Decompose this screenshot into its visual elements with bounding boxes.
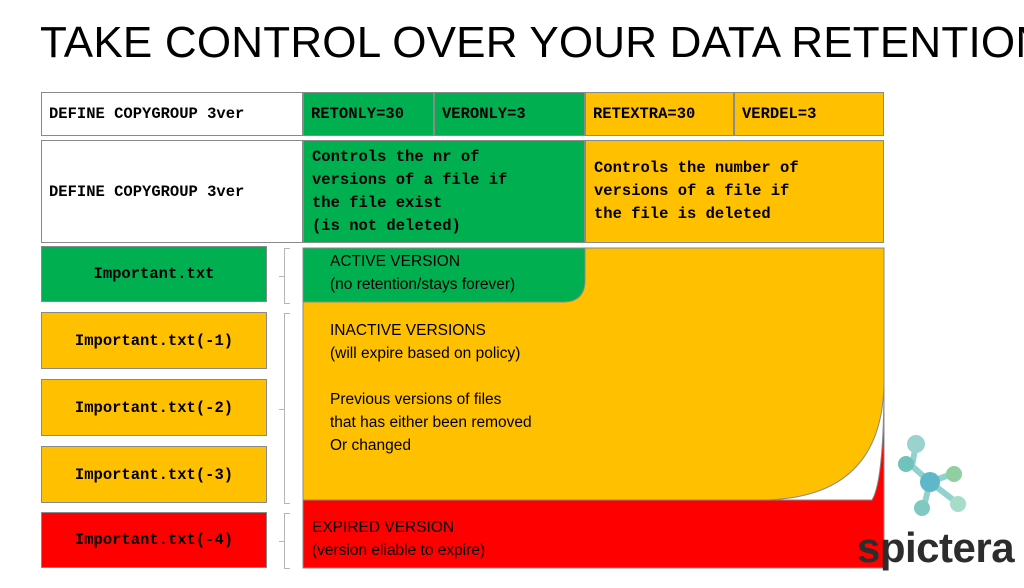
- file-inactive-1: Important.txt(-1): [41, 312, 267, 369]
- spictera-logo-text: spictera: [857, 524, 1015, 571]
- previous-versions-label: Previous versions of files that has eith…: [330, 391, 532, 454]
- page-title: TAKE CONTROL OVER YOUR DATA RETENTION: [40, 18, 1024, 67]
- copygroup-command-2: DEFINE COPYGROUP 3ver: [41, 140, 303, 243]
- retonly-parameter: RETONLY=30: [303, 92, 434, 136]
- inactive-bracket: [279, 313, 290, 504]
- spictera-logo-icon: [898, 435, 966, 516]
- active-bracket: [279, 248, 290, 304]
- file-inactive-2: Important.txt(-2): [41, 379, 267, 436]
- expired-version-label: EXPIRED VERSION (version eliable to expi…: [312, 519, 486, 559]
- deleted-file-description: Controls the number of versions of a fil…: [585, 140, 884, 243]
- copygroup-command-1: DEFINE COPYGROUP 3ver: [41, 92, 303, 136]
- file-active: Important.txt: [41, 246, 267, 302]
- file-inactive-3: Important.txt(-3): [41, 446, 267, 503]
- retextra-parameter: RETEXTRA=30: [585, 92, 734, 136]
- veronly-parameter: VERONLY=3: [434, 92, 585, 136]
- active-version-label: ACTIVE VERSION (no retention/stays forev…: [330, 253, 516, 293]
- inactive-region: [302, 247, 885, 501]
- active-region: [302, 247, 586, 303]
- file-expired: Important.txt(-4): [41, 512, 267, 568]
- verdel-parameter: VERDEL=3: [734, 92, 884, 136]
- expired-bracket: [279, 513, 290, 569]
- inactive-versions-label: INACTIVE VERSIONS (will expire based on …: [330, 322, 521, 362]
- existing-file-description: Controls the nr of versions of a file if…: [303, 140, 585, 243]
